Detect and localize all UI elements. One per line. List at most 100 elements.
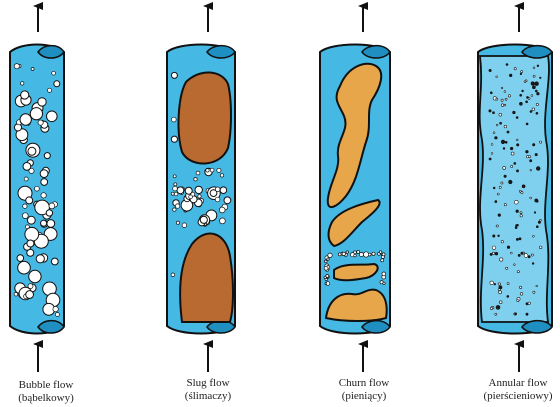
bubble	[526, 150, 529, 153]
bubble	[513, 111, 516, 114]
bubble	[503, 166, 506, 169]
bubble	[496, 225, 498, 227]
bubble	[24, 177, 28, 181]
bubble	[49, 203, 55, 209]
bubble	[518, 254, 520, 256]
bubble	[528, 302, 530, 304]
bubble	[535, 153, 537, 155]
bubble	[489, 69, 491, 71]
bubble	[538, 221, 540, 223]
bubble	[171, 72, 177, 78]
bubble	[40, 170, 48, 178]
bubble	[27, 240, 34, 247]
bubble	[493, 235, 495, 237]
bubble	[519, 102, 522, 105]
bubble	[504, 175, 506, 177]
bubble	[359, 252, 363, 256]
bubble-flow-label: Bubble flow	[19, 379, 74, 391]
bubble	[41, 179, 48, 186]
bubble	[490, 307, 492, 309]
bubble	[217, 168, 221, 172]
bubble	[507, 295, 509, 297]
bubble	[514, 68, 516, 70]
bubble	[533, 235, 535, 237]
bubble	[31, 68, 34, 71]
bubble	[528, 256, 530, 258]
bubble	[533, 291, 535, 293]
bubble	[206, 169, 209, 172]
bubble	[497, 193, 499, 195]
bubble	[540, 77, 542, 79]
tube-top-opening	[522, 46, 552, 58]
bubble	[357, 251, 360, 254]
bubble	[22, 213, 28, 219]
bubble	[492, 246, 496, 250]
bubble	[500, 258, 503, 261]
bubble	[527, 156, 529, 158]
bubble	[503, 148, 505, 150]
bubble	[510, 147, 513, 150]
annular-flow-tube	[478, 45, 552, 334]
bubble	[326, 282, 330, 286]
bubble	[489, 110, 491, 112]
bubble	[220, 187, 227, 194]
bubble	[29, 270, 41, 282]
bubble	[382, 272, 386, 276]
bubble	[498, 283, 500, 285]
bubble	[171, 136, 177, 142]
bubble	[35, 186, 40, 191]
bubble	[517, 300, 519, 302]
bubble	[493, 132, 495, 134]
bubble	[516, 210, 519, 213]
bubble	[501, 99, 503, 101]
bubble	[535, 90, 537, 92]
bubble	[46, 210, 52, 216]
bubble	[224, 197, 231, 204]
bubble	[526, 123, 528, 125]
bubble	[173, 175, 176, 178]
bubble	[185, 187, 192, 194]
bubble	[215, 187, 220, 192]
bubble	[28, 284, 33, 289]
bubble	[220, 174, 223, 177]
bubble	[493, 112, 495, 114]
bubble	[511, 165, 513, 167]
bubble	[327, 258, 329, 260]
bubble	[506, 64, 508, 66]
bubble	[381, 259, 384, 262]
bubble	[23, 204, 27, 208]
bubble	[325, 260, 328, 263]
bubble	[507, 246, 510, 249]
bubble	[506, 267, 508, 269]
bubble	[175, 204, 179, 208]
bubble	[526, 313, 528, 315]
bubble	[519, 286, 521, 288]
bubble	[522, 185, 525, 188]
bubble	[527, 96, 529, 98]
bubble	[36, 255, 44, 263]
bubble	[54, 81, 60, 87]
bubble	[51, 258, 58, 265]
bubble	[363, 252, 368, 257]
bubble	[495, 252, 498, 255]
bubble	[536, 112, 538, 114]
bubble	[26, 291, 34, 299]
bubble	[533, 67, 535, 69]
bubble	[490, 281, 494, 285]
tube-top-opening	[38, 46, 64, 58]
bubble	[41, 193, 46, 198]
bubble	[23, 163, 31, 171]
bubble	[532, 86, 535, 89]
bubble	[176, 221, 179, 224]
bubble	[517, 139, 519, 141]
bubble	[533, 144, 535, 146]
bubble	[495, 201, 497, 203]
bubble	[174, 183, 177, 186]
bubble	[47, 88, 51, 92]
bubble	[516, 238, 518, 240]
bubble	[499, 186, 501, 188]
bubble	[522, 90, 524, 92]
bubble	[531, 82, 534, 85]
bubble	[27, 216, 35, 224]
bubble	[47, 111, 58, 122]
